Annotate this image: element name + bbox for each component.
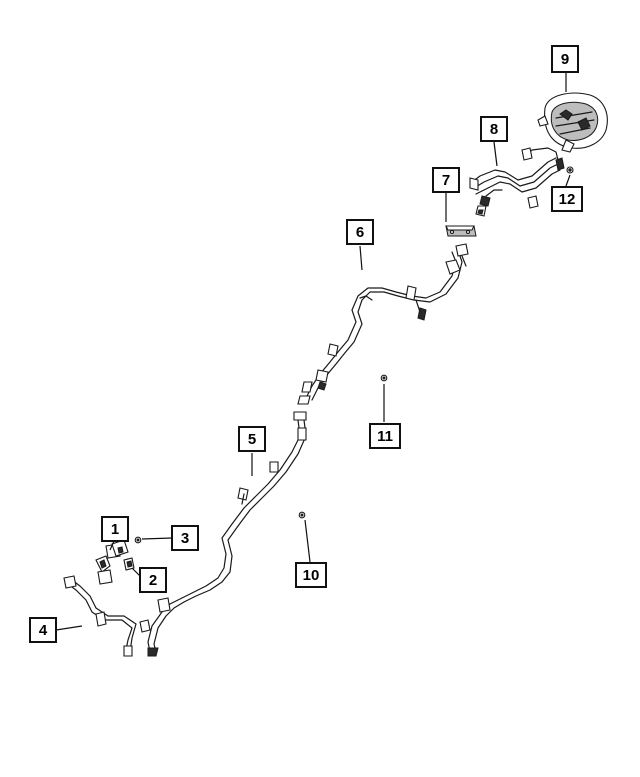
callout-4-label: 4 (39, 622, 48, 639)
part-5-lower-run (147, 597, 185, 657)
callout-3: 3 (171, 525, 199, 551)
part-3-clip (134, 536, 142, 544)
part-2-bracket (123, 557, 135, 571)
leader-1 (109, 540, 115, 551)
callout-6-label: 6 (356, 224, 364, 241)
callout-3-label: 3 (181, 530, 189, 547)
callout-7: 7 (432, 167, 460, 193)
callout-8: 8 (480, 116, 508, 142)
callout-7-label: 7 (442, 172, 450, 189)
callout-5-label: 5 (248, 431, 256, 448)
callout-10: 10 (295, 562, 327, 588)
part-5-lines (181, 411, 307, 603)
leader-4 (55, 625, 83, 631)
leader-8 (493, 141, 498, 167)
leader-lines (55, 73, 571, 631)
callout-2: 2 (139, 567, 167, 593)
leader-12 (565, 174, 571, 187)
leader-3 (141, 537, 173, 540)
callout-12-label: 12 (559, 191, 576, 208)
part-11-clip (380, 374, 388, 382)
leader-2 (131, 567, 141, 577)
part-10-clip (298, 511, 306, 519)
leader-6 (359, 245, 363, 271)
callout-4: 4 (29, 617, 57, 643)
callout-8-label: 8 (490, 121, 498, 138)
callout-6: 6 (346, 219, 374, 245)
part-8-upper-lines (469, 147, 565, 217)
callout-9-label: 9 (561, 51, 569, 68)
callout-11: 11 (369, 423, 401, 449)
callout-10-label: 10 (303, 567, 320, 584)
part-4-lower-lines (63, 575, 151, 657)
callout-5: 5 (238, 426, 266, 452)
callout-11-label: 11 (377, 428, 393, 445)
part-7-bracket (445, 225, 477, 237)
callout-9: 9 (551, 45, 579, 73)
callout-2-label: 2 (149, 572, 157, 589)
part-1-valve (95, 539, 129, 585)
callout-1: 1 (101, 516, 129, 542)
part-6-middle-lines (297, 243, 469, 405)
part-9-canister (537, 92, 608, 153)
callout-12: 12 (551, 186, 583, 212)
leader-10 (304, 519, 311, 563)
part-12-fitting (566, 166, 574, 174)
callout-1-label: 1 (111, 521, 119, 538)
